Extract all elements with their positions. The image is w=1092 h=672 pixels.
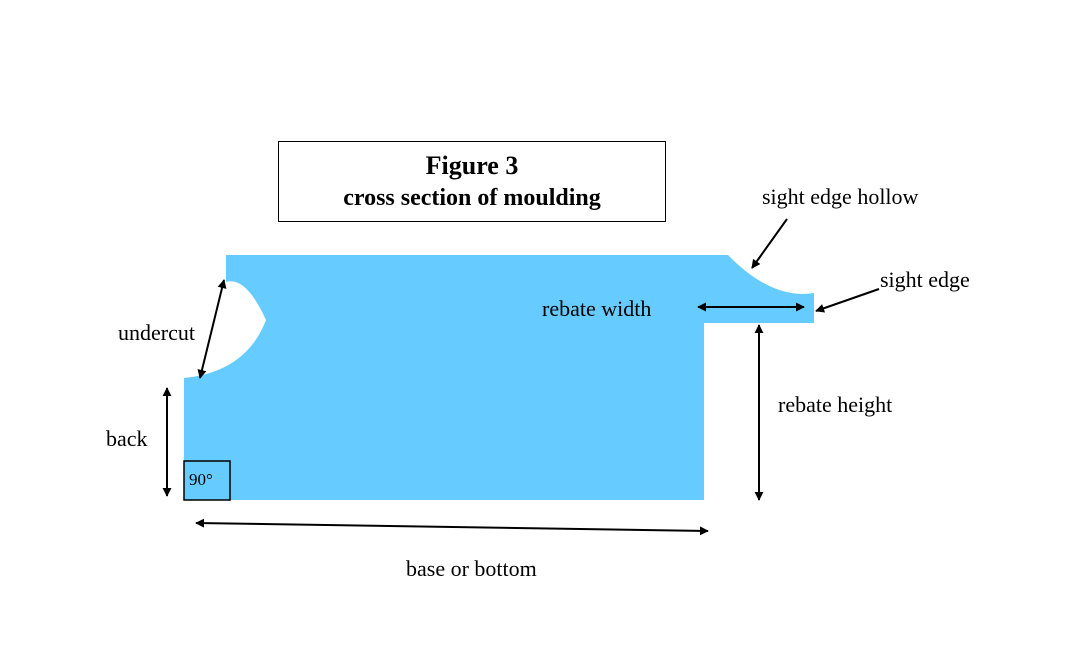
right-angle-marker: [183, 460, 231, 501]
base-or-bottom-label: base or bottom: [406, 556, 537, 581]
moulding-cross-section: [184, 255, 814, 500]
sight-edge-hollow-label: sight edge hollow: [762, 184, 919, 209]
undercut-arrow: [197, 279, 227, 379]
figure-title: Figure 3: [425, 151, 519, 180]
figure-title-box: Figure 3 cross section of moulding: [278, 141, 666, 222]
sight-edge-label: sight edge: [880, 267, 970, 292]
sight-edge-arrow: [815, 288, 880, 313]
figure-subtitle: cross section of moulding: [343, 185, 601, 211]
right-angle-label: 90°: [189, 470, 213, 489]
rebate-height-label: rebate height: [778, 392, 893, 417]
undercut-label: undercut: [118, 320, 195, 345]
rebate-width-label: rebate width: [542, 296, 652, 321]
base-arrow: [195, 518, 709, 536]
sight-edge-hollow-arrow: [751, 218, 788, 269]
back-label: back: [106, 426, 148, 451]
